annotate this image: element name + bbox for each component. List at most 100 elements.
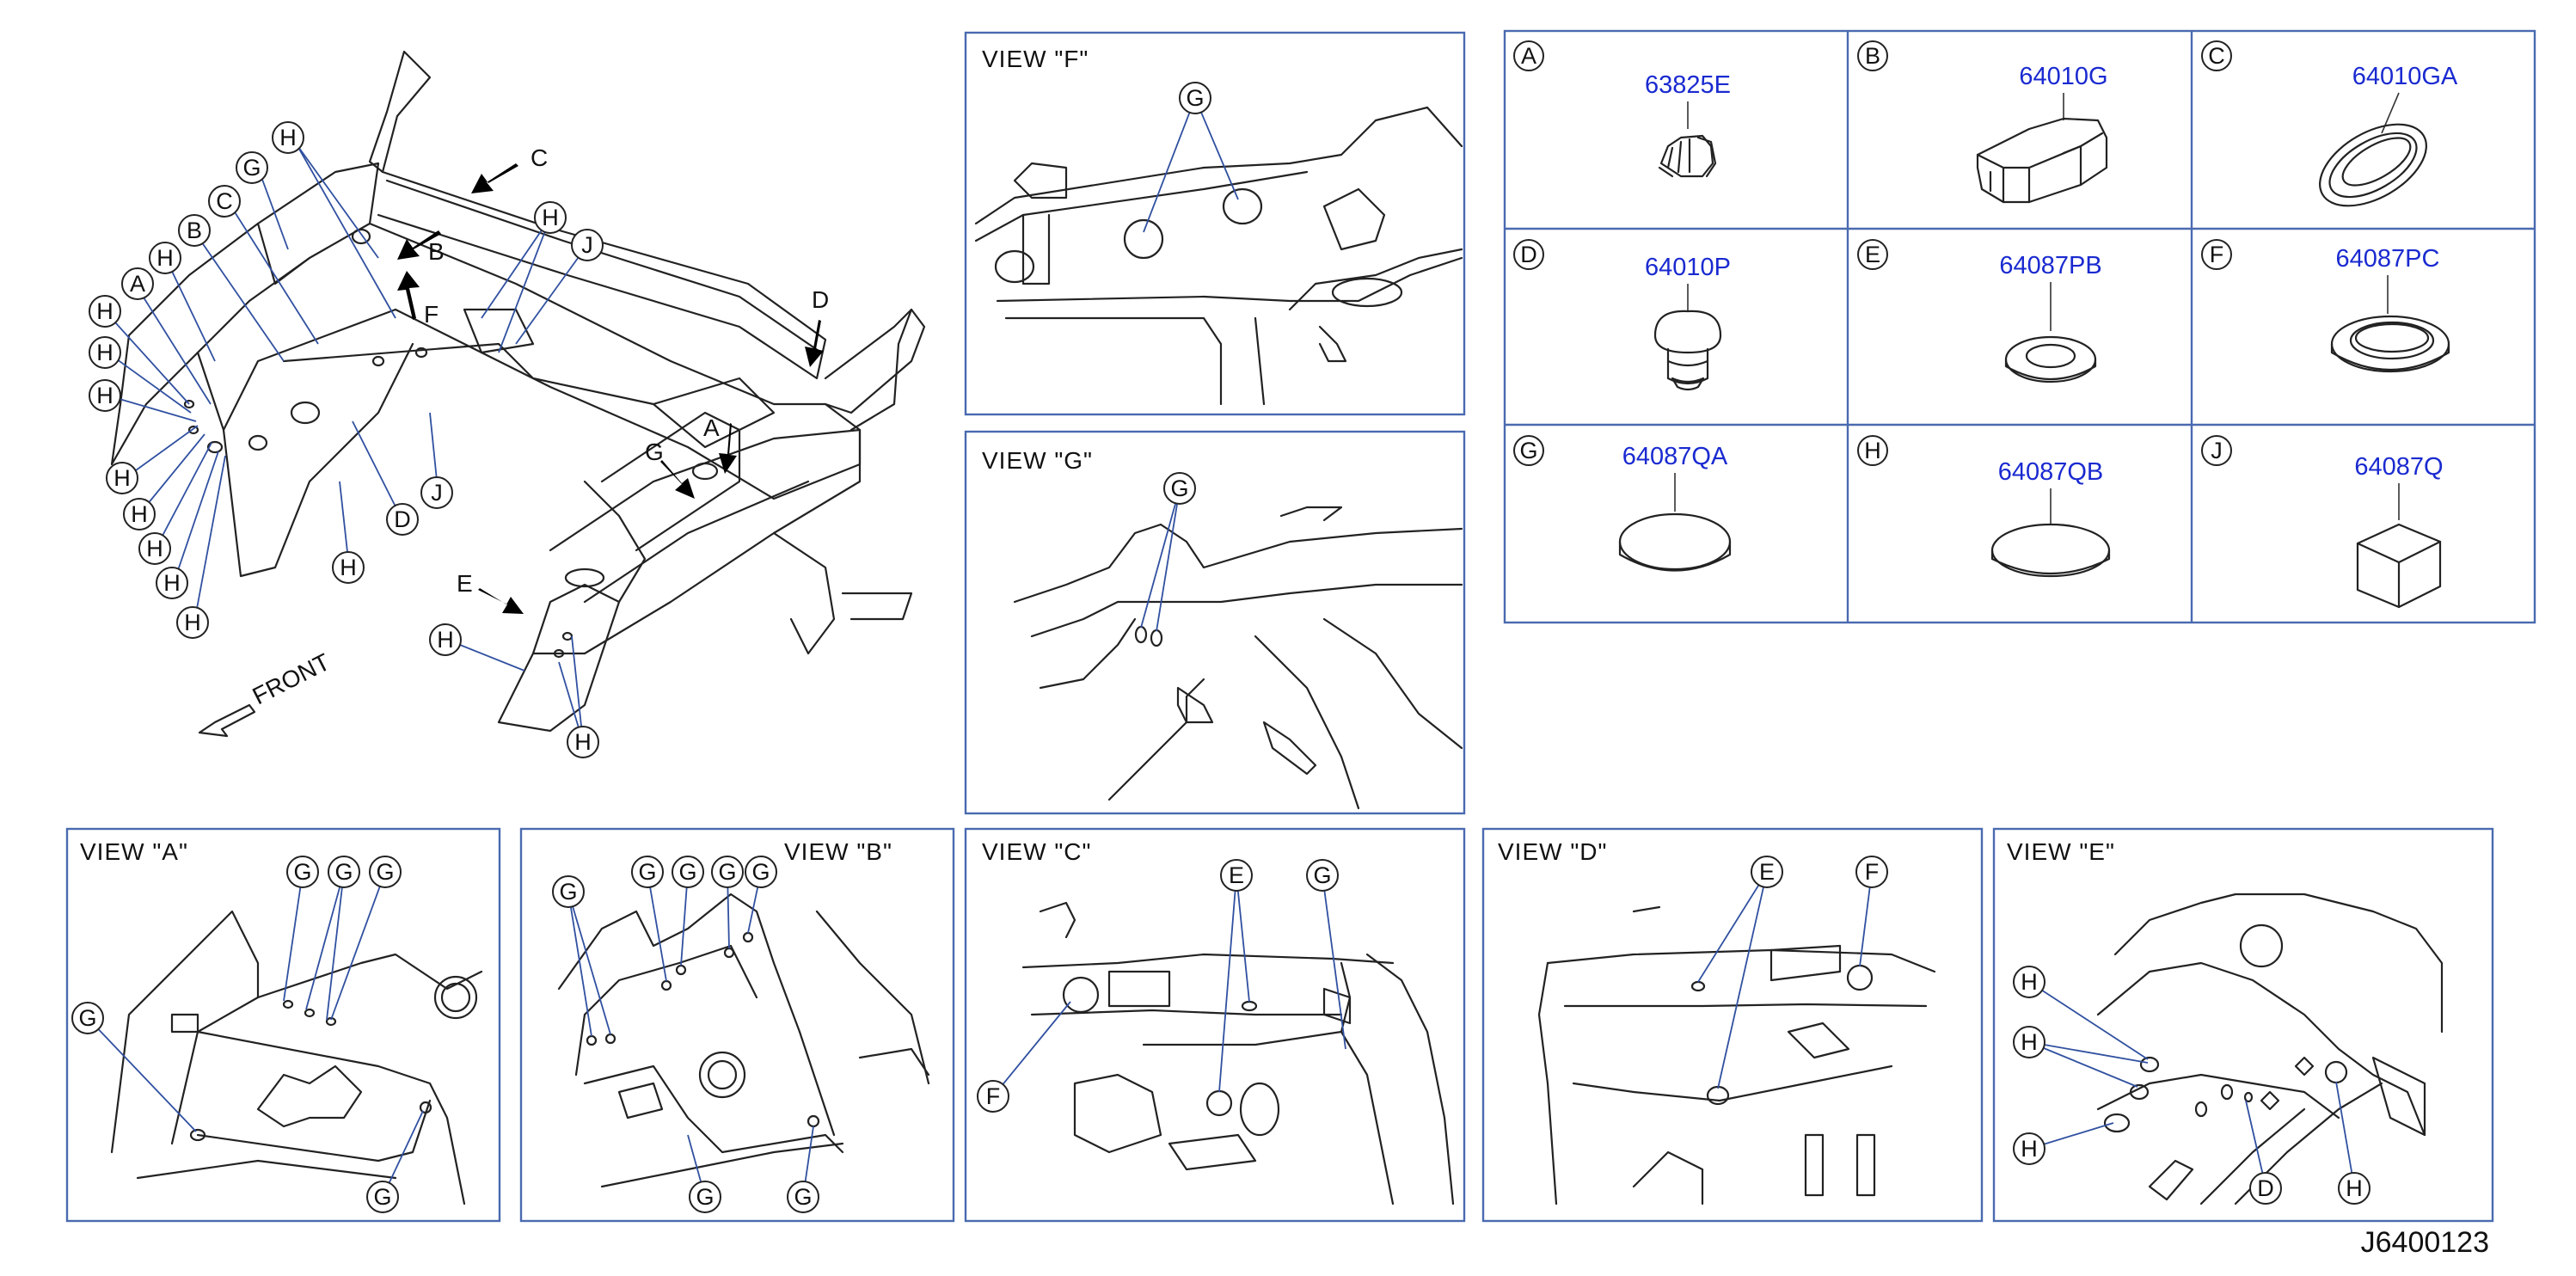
svg-text:F: F [2210, 242, 2224, 267]
view-g-callout-g: G [1163, 472, 1196, 505]
view-g-title: VIEW "G" [982, 447, 1093, 474]
part-cell-f: F 64087PC [2201, 239, 2450, 373]
view-b-callout-g: G [787, 1181, 819, 1213]
part-number-b: 64010G [2019, 63, 2107, 90]
view-f-panel: VIEW "F" G [964, 31, 1466, 416]
svg-text:G: G [376, 859, 394, 885]
callout-h: H [106, 462, 138, 494]
part-number-a: 63825E [1645, 71, 1731, 99]
view-e-callout-h: H [2013, 966, 2045, 998]
main-body-drawing [110, 50, 926, 733]
arrow-g [660, 460, 695, 499]
callout-h: H [89, 336, 121, 369]
callout-h: H [429, 623, 462, 656]
arrow-d [805, 320, 824, 367]
diagram-id: J6400123 [2361, 1226, 2489, 1259]
view-a-panel: VIEW "A" G G G G G [65, 827, 501, 1223]
part-number-d: 64010P [1645, 254, 1731, 281]
svg-text:C: C [216, 188, 233, 214]
part-cell-h: H 64087QB [1857, 435, 2111, 578]
arrow-label-b: B [428, 238, 445, 265]
svg-text:G: G [794, 1184, 812, 1210]
view-b-callout-g: G [711, 856, 744, 888]
svg-text:E: E [1229, 862, 1244, 888]
callout-h: H [567, 726, 599, 758]
view-d-callout-e: E [1751, 856, 1783, 888]
arrow-label-e: E [457, 570, 473, 597]
svg-text:H: H [146, 536, 163, 561]
view-g-panel: VIEW "G" G [964, 430, 1466, 815]
arrow-label-d: D [812, 286, 829, 313]
svg-text:G: G [696, 1184, 714, 1210]
svg-text:H: H [96, 340, 113, 365]
part-cell-a: A 63825E [1513, 40, 1731, 178]
svg-text:G: G [242, 155, 261, 181]
svg-text:G: G [638, 859, 656, 885]
svg-text:H: H [1864, 438, 1881, 463]
arrow-label-f: F [424, 301, 439, 328]
view-b-callout-g: G [745, 856, 777, 888]
arrow-label-c: C [531, 144, 548, 171]
callout-h: H [156, 567, 188, 599]
view-a-callout-g: G [369, 856, 402, 888]
part-number-e: 64087PB [1999, 252, 2101, 279]
svg-text:H: H [2346, 1175, 2363, 1201]
svg-text:H: H [542, 205, 559, 230]
view-a-title: VIEW "A" [80, 838, 188, 865]
view-d-callout-f: F [1855, 856, 1888, 888]
view-a-callout-g: G [328, 856, 360, 888]
svg-text:D: D [1520, 242, 1537, 267]
svg-text:C: C [2208, 43, 2225, 69]
svg-text:G: G [678, 859, 696, 885]
callout-h: H [89, 295, 121, 328]
svg-text:A: A [1521, 43, 1536, 69]
ring-plug-small-icon [2004, 335, 2097, 383]
part-cell-d: D 64010P [1513, 239, 1731, 391]
part-cell-g: G 64087QA [1513, 435, 1732, 572]
view-c-callout-g: G [1306, 859, 1339, 892]
mushroom-plug-icon [1653, 310, 1722, 391]
view-b-panel: VIEW "B" G G G G G G G [519, 827, 955, 1223]
svg-text:H: H [184, 610, 201, 635]
callout-h: H [123, 498, 156, 531]
ring-plug-large-icon [2330, 315, 2450, 373]
svg-text:H: H [2021, 969, 2038, 995]
view-a-callout-g: G [71, 1002, 104, 1034]
view-e-callout-h: H [2338, 1172, 2371, 1205]
svg-text:H: H [163, 570, 181, 596]
svg-text:G: G [293, 859, 311, 885]
view-c-title: VIEW "C" [982, 838, 1091, 865]
arrow-a [719, 423, 737, 474]
svg-text:G: G [78, 1005, 96, 1031]
view-b-callout-g: G [552, 875, 585, 908]
view-d-panel: VIEW "D" E F [1481, 827, 1984, 1223]
callout-b: B [178, 214, 211, 247]
svg-text:A: A [130, 271, 145, 297]
view-e-panel: VIEW "E" H H H D H [1992, 827, 2494, 1223]
disc-plug-icon [1990, 523, 2111, 578]
arrow-label-a: A [703, 414, 720, 441]
part-cell-j: J 64087Q [2201, 435, 2444, 609]
svg-text:H: H [156, 245, 174, 271]
arrow-b [397, 230, 441, 260]
view-f-title: VIEW "F" [982, 46, 1089, 72]
callout-g: G [236, 151, 268, 184]
svg-text:J: J [431, 480, 443, 506]
view-b-callout-g: G [689, 1181, 721, 1213]
view-e-callout-h: H [2013, 1026, 2045, 1058]
view-c-panel: VIEW "C" E G F [964, 827, 1466, 1223]
view-b-callout-g: G [672, 856, 704, 888]
svg-text:B: B [1865, 43, 1880, 69]
svg-text:D: D [394, 506, 411, 532]
callout-d: D [386, 503, 419, 536]
part-number-j: 64087Q [2354, 453, 2443, 481]
arrow-f [397, 271, 420, 320]
part-cell-b: B 64010G [1857, 40, 2108, 204]
part-cell-c: C 64010GA [2201, 40, 2458, 207]
main-callouts: H G C B H A H H H H H H H H H D J H J H … [89, 121, 604, 758]
parts-table: A 63825E B 64010G C [1503, 29, 2536, 624]
part-number-g: 64087QA [1622, 443, 1728, 470]
svg-text:J: J [2211, 438, 2223, 463]
svg-text:J: J [581, 232, 593, 258]
svg-text:G: G [1519, 438, 1537, 463]
